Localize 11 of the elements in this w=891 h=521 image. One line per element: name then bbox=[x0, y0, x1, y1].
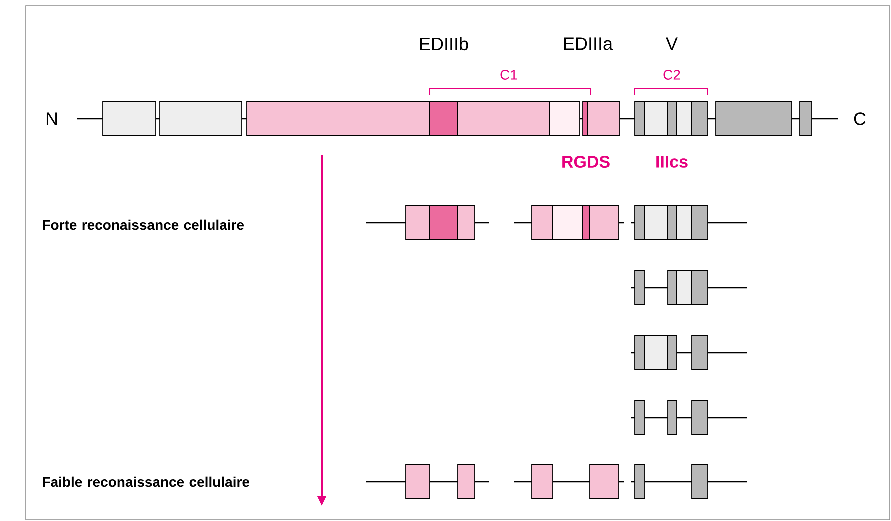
label: RGDS bbox=[562, 156, 610, 168]
label: EDIIIa bbox=[564, 38, 614, 50]
label: IIIcs bbox=[656, 156, 688, 168]
label: Forte reconaissance cellulaire bbox=[43, 220, 244, 230]
label: N bbox=[46, 112, 58, 126]
label: Faible reconaissance cellulaire bbox=[43, 476, 250, 488]
label: C1 bbox=[500, 70, 518, 80]
label: C2 bbox=[664, 70, 680, 80]
label: V bbox=[666, 38, 678, 50]
label: EDIIIb bbox=[420, 37, 468, 51]
label: C bbox=[854, 112, 866, 126]
